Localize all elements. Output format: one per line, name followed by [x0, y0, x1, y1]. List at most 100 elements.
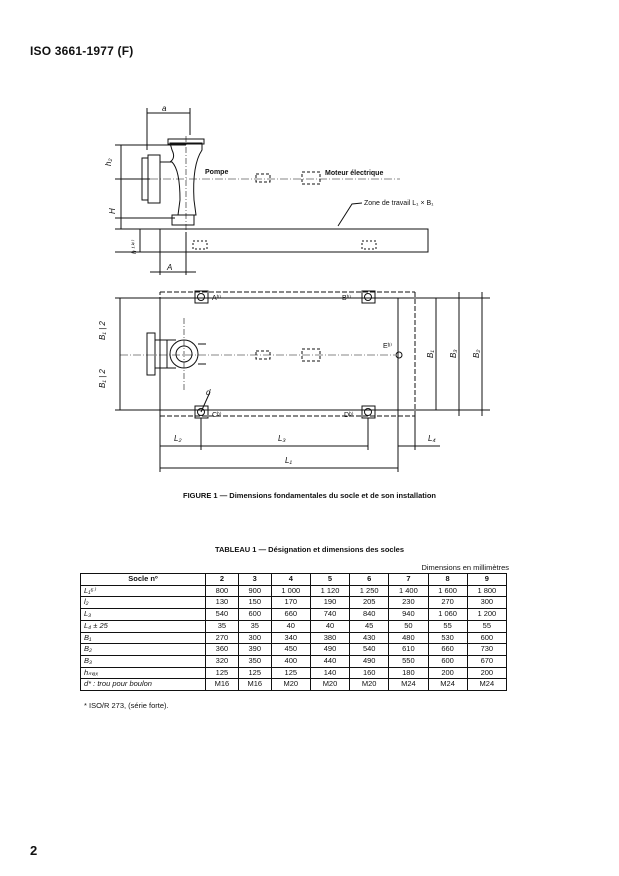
- table-cell: 270: [427, 596, 468, 610]
- mark-C: Cᵇ⁾: [212, 411, 222, 419]
- zone-label: Zone de travail L₁ × B₁: [364, 200, 434, 207]
- column-header: 4: [270, 573, 311, 586]
- table-cell: 450: [270, 643, 311, 656]
- pump-label: Pompe: [205, 169, 228, 176]
- mark-D: Dᵇ⁾: [344, 411, 354, 419]
- dim-B2: B₂: [472, 350, 481, 358]
- table-cell: 55: [427, 619, 468, 633]
- table-cell: 670: [466, 654, 508, 668]
- table-cell: 160: [349, 666, 390, 680]
- table-cell: 205: [349, 596, 390, 610]
- row-label: B₂: [80, 643, 206, 656]
- table-cell: 1 400: [388, 584, 429, 598]
- dim-L4: L₄: [428, 434, 436, 443]
- table-header-row: Socle nº 2 3 4 5 6 7 8 9: [80, 573, 508, 586]
- row-label: L₃: [80, 608, 206, 621]
- column-header: 6: [349, 573, 390, 586]
- row-label: L₄ ± 25: [80, 619, 206, 633]
- dim-L2: L₂: [174, 434, 182, 443]
- dim-d-label: d: [206, 388, 211, 397]
- table-cell: M16: [205, 678, 239, 692]
- table-cell: 490: [309, 643, 351, 656]
- column-header: 9: [466, 573, 508, 586]
- table-cell: 1 800: [466, 584, 508, 598]
- column-header: 8: [427, 573, 468, 586]
- table-cell: 300: [237, 631, 272, 645]
- motor-elevation: [301, 171, 321, 185]
- mark-E: Eᵇ⁾: [383, 342, 392, 350]
- table-cell: 40: [270, 619, 311, 633]
- table-cell: M20: [309, 678, 351, 692]
- table-cell: 35: [237, 619, 272, 633]
- row-label: L₁⁶⁾: [80, 584, 206, 598]
- table-units: Dimensions en millimètres: [421, 563, 509, 572]
- zone-leader: [337, 202, 363, 227]
- bolt-A: [194, 290, 209, 304]
- table-cell: 125: [205, 666, 239, 680]
- table-cell: 200: [427, 666, 468, 680]
- document-header: ISO 3661-1977 (F): [30, 44, 134, 58]
- coupling-elevation: [255, 173, 271, 183]
- table-cell: 35: [205, 619, 239, 633]
- table-cell: 660: [270, 608, 311, 621]
- table-cell: M24: [427, 678, 468, 692]
- table-cell: 300: [466, 596, 508, 610]
- table-cell: M20: [349, 678, 390, 692]
- table-cell: 600: [466, 631, 508, 645]
- table-cell: 610: [388, 643, 429, 656]
- table-cell: 270: [205, 631, 239, 645]
- bolt-B: [361, 290, 376, 304]
- table-cell: 430: [349, 631, 390, 645]
- row-label: hₘₐₓ: [80, 666, 206, 680]
- table-cell: 1 600: [427, 584, 468, 598]
- row-label: d* : trou pour boulon: [80, 678, 206, 692]
- row-label: B₃: [80, 654, 206, 668]
- dim-a-label: a: [162, 104, 167, 113]
- table-cell: 40: [309, 619, 351, 633]
- dim-L3: L₃: [278, 434, 286, 443]
- column-header: 5: [309, 573, 351, 586]
- table-cell: M24: [466, 678, 508, 692]
- table-cell: 45: [349, 619, 390, 633]
- column-header: 3: [237, 573, 272, 586]
- table-cell: 55: [466, 619, 508, 633]
- figure-1-drawing: a Pompe Moteur électrique Zone de travai…: [98, 104, 490, 472]
- dim-A-label: A: [166, 263, 172, 272]
- table-cell: 140: [309, 666, 351, 680]
- base-plan: [159, 297, 399, 411]
- table-cell: 1 120: [309, 584, 351, 598]
- table-cell: 440: [309, 654, 351, 668]
- table-cell: 1 250: [349, 584, 390, 598]
- row-label: B₁: [80, 631, 206, 645]
- row-label: l₂: [80, 596, 206, 610]
- table-cell: 900: [237, 584, 272, 598]
- table-cell: 490: [349, 654, 390, 668]
- table-cell: 400: [270, 654, 311, 668]
- table-cell: 840: [349, 608, 390, 621]
- page-number: 2: [30, 843, 38, 858]
- dim-B3: B₃: [449, 349, 458, 358]
- dim-B1-half-bottom: B₁ | 2: [98, 369, 107, 388]
- table-cell: 740: [309, 608, 351, 621]
- table-cell: 50: [388, 619, 429, 633]
- table-cell: M20: [270, 678, 311, 692]
- table-cell: 480: [388, 631, 429, 645]
- table-cell: 600: [237, 608, 272, 621]
- column-header: 2: [205, 573, 239, 586]
- dim-B1-half-top: B₁ | 2: [98, 321, 107, 340]
- table-cell: 130: [205, 596, 239, 610]
- table-cell: 125: [237, 666, 272, 680]
- table-cell: 1 000: [270, 584, 311, 598]
- figure-caption: FIGURE 1 — Dimensions fondamentales du s…: [183, 491, 436, 500]
- column-header: 7: [388, 573, 429, 586]
- table-cell: 1 060: [427, 608, 468, 621]
